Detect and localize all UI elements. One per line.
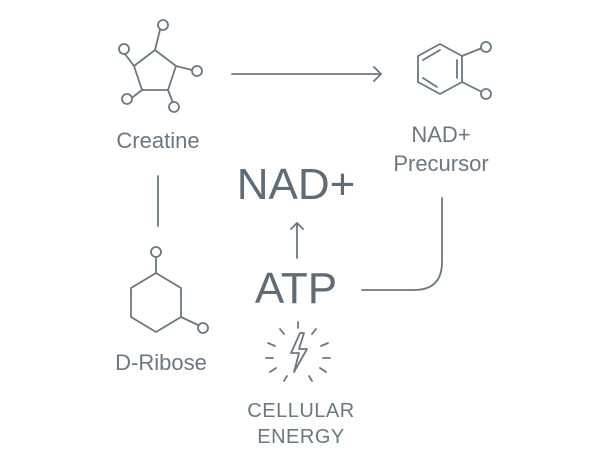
d-ribose-label: D-Ribose — [115, 350, 207, 375]
benzene-molecule-icon — [417, 41, 492, 100]
creatine-label: Creatine — [116, 128, 200, 153]
nad-label: NAD+ — [236, 160, 356, 209]
arrow-creatine-to-precursor — [231, 66, 382, 82]
atp-label: ATP — [254, 264, 338, 313]
lightning-bolt-icon — [265, 321, 331, 382]
nad-precursor-label-line2: Precursor — [393, 151, 489, 176]
hexagon-molecule-icon — [130, 246, 209, 334]
cellular-energy-label-line1: CELLULAR — [247, 400, 355, 422]
cellular-energy-label-line2: ENERGY — [257, 426, 345, 448]
connector-precursor-to-atp — [361, 197, 443, 291]
nad-precursor-label-line1: NAD+ — [411, 122, 471, 147]
arrow-atp-to-nad — [290, 222, 304, 259]
pentagon-molecule-icon — [118, 19, 203, 113]
